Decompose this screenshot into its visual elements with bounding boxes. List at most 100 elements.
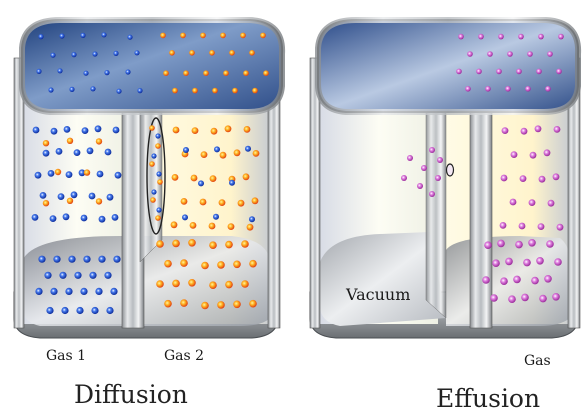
gas-1-molecule (36, 68, 42, 74)
gas-1-label: Gas 1 (46, 348, 87, 364)
gas-1-molecule (111, 214, 119, 221)
gas-2-molecule (225, 240, 233, 249)
gas-2-molecule (156, 240, 164, 248)
gas-1-molecule (92, 51, 98, 57)
gas-1-molecule (69, 86, 75, 92)
effusion-gas-molecule (518, 222, 526, 230)
gas-1-molecule (245, 145, 251, 152)
gas-2-molecule (249, 259, 257, 268)
gas-2-molecule (243, 125, 251, 133)
gas-1-molecule (83, 70, 89, 76)
effusion-gas-molecule (467, 51, 473, 57)
gas-2-molecule (66, 197, 74, 204)
gas-2-molecule (190, 174, 198, 182)
gas-1-molecule (137, 88, 143, 94)
gas-1-molecule (59, 33, 65, 39)
effusion-gas-molecule (558, 33, 564, 40)
gas-2-molecule (156, 280, 164, 288)
effusion-gas-molecule (435, 175, 441, 181)
gas-2-molecule (263, 70, 269, 76)
gas-2-molecule (203, 70, 209, 76)
gas-1-molecule (249, 216, 255, 223)
effusion-gas-floor (446, 236, 570, 326)
gas-2-molecule (223, 70, 229, 76)
gas-1-molecule (106, 193, 114, 201)
effusion-gas-molecule (556, 68, 562, 75)
gas-2-molecule (192, 87, 198, 94)
effusion-gas-molecule (429, 147, 435, 153)
gas-1-molecule (80, 214, 88, 222)
gas-1-molecule (112, 126, 120, 134)
gas-2-molecule (237, 199, 245, 207)
gas-1-molecule (88, 192, 96, 200)
gas-2-molecule (251, 197, 259, 205)
gas-1-molecule (46, 306, 54, 315)
gas-1-molecule (83, 255, 91, 263)
effusion-gas-molecule (547, 51, 553, 57)
gas-2-molecule (42, 140, 50, 147)
effusion-gas-molecule (525, 86, 531, 92)
gas-1-molecule (59, 271, 67, 279)
effusion-gas-molecule (547, 199, 555, 207)
diffusion-opening-outline (146, 117, 166, 235)
effusion-gas-molecule (499, 222, 507, 229)
gas-1-molecule (39, 192, 47, 199)
effusion-top-lid (317, 19, 580, 113)
gas-2-molecule (164, 259, 172, 268)
gas-2-molecule (188, 279, 196, 287)
gas-2-molecule (218, 199, 226, 207)
gas-2-molecule (225, 280, 233, 289)
gas-1-molecule (57, 68, 63, 74)
gas-2-molecule (149, 161, 155, 167)
gas-2-molecule (155, 143, 161, 149)
gas-2-molecule (172, 87, 178, 94)
gas-2-molecule (200, 151, 208, 159)
effusion-gas-molecule (501, 127, 509, 134)
gas-1-molecule (198, 180, 204, 187)
gas-2-label: Gas 2 (164, 348, 205, 364)
effusion-gas-molecule (500, 277, 508, 286)
effusion-gas-molecule (407, 155, 413, 161)
effusion-gas-molecule (544, 275, 552, 283)
gas-2-molecule (233, 300, 241, 309)
gas-1-molecule (68, 255, 76, 263)
gas-2-molecule (183, 70, 189, 76)
effusion-gas-molecule (519, 175, 527, 183)
gas-2-molecule (163, 70, 169, 76)
gas-2-molecule (209, 175, 217, 183)
gas-1-molecule (42, 149, 50, 157)
effusion-gas-molecule (496, 68, 502, 75)
effusion-gas-molecule (429, 191, 435, 197)
gas-2-molecule (224, 125, 232, 133)
gas-2-molecule (189, 222, 197, 229)
effusion-gas-molecule (554, 258, 562, 266)
gas-2-molecule (208, 222, 216, 230)
gas-2-molecule (200, 32, 206, 39)
gas-2-molecule (170, 221, 178, 229)
effusion-gas-molecule (510, 151, 518, 159)
gas-1-molecule (62, 213, 70, 221)
effusion-gas-molecule (417, 183, 423, 189)
effusion-gas-molecule (528, 239, 536, 247)
gas-1-molecule (81, 127, 89, 134)
gas-1-molecule (110, 287, 118, 295)
gas-2-molecule (42, 200, 50, 207)
effusion-gas-molecule (487, 51, 493, 57)
gas-1-molecule (47, 170, 55, 177)
gas-1-molecule (76, 306, 84, 315)
gas-1-molecule (73, 149, 81, 157)
effusion-gas-molecule (500, 174, 508, 182)
gas-2-molecule (95, 198, 103, 205)
effusion-gas-molecule (553, 125, 561, 133)
gas-1-molecule (114, 171, 122, 179)
effusion-gas-molecule (543, 149, 551, 157)
gas-1-molecule (213, 213, 219, 220)
gas-2-molecule (220, 32, 226, 39)
gas-2-molecule (164, 299, 172, 308)
effusion-gas-molecule (505, 86, 511, 92)
effusion-gas-molecule (545, 86, 551, 92)
gas-1-molecule (44, 271, 52, 279)
gas-2-molecule (150, 197, 156, 203)
gas-1-molecule (113, 255, 121, 263)
gas-1-molecule (151, 189, 157, 195)
